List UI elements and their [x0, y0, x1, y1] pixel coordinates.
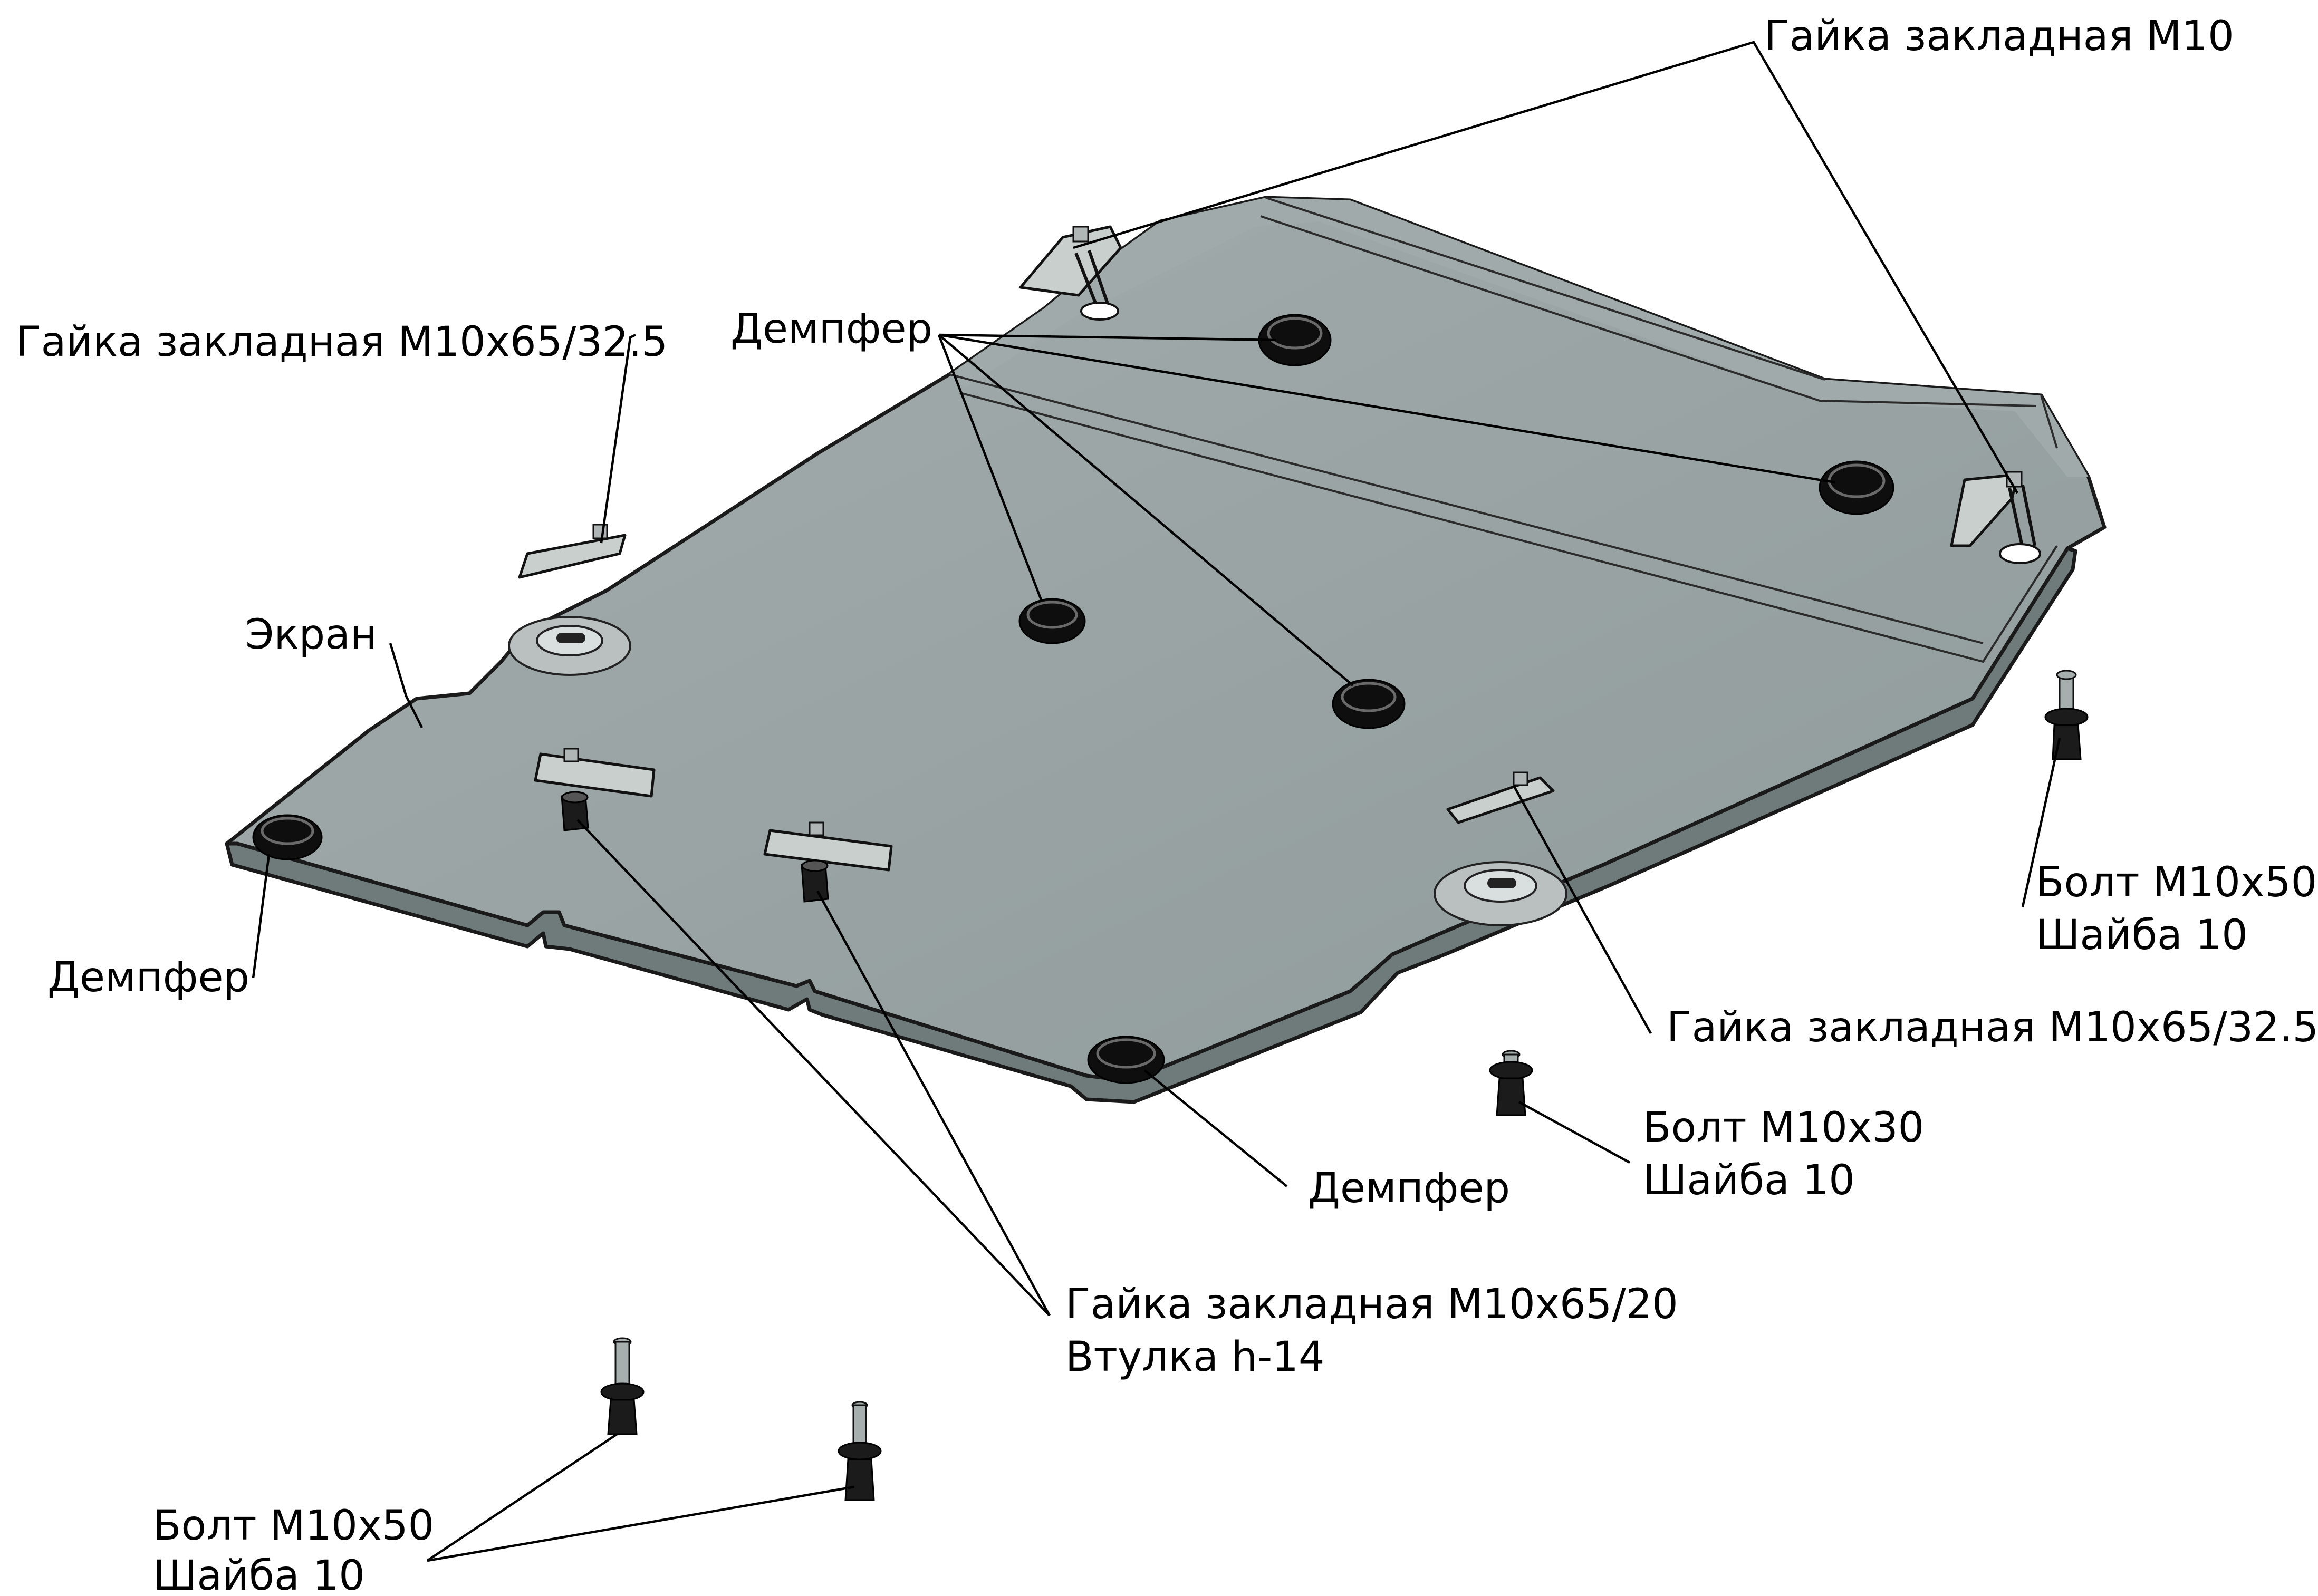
plate-surface: [225, 196, 2107, 1083]
label-nut-m10x65-32-5-right: Гайка закладная М10х65/32.5: [1667, 1004, 2318, 1051]
leader-damper-top-2: [938, 333, 1836, 484]
leader-damper-top-3: [937, 334, 1043, 602]
leader-damper-top-4: [938, 334, 1354, 686]
label-bolt-m10x30-line2: Шайба 10: [1643, 1157, 1855, 1204]
label-bolt-bottom-line2: Шайба 10: [153, 1552, 365, 1596]
damper-right-rear: [1819, 460, 1894, 515]
damper-front-left: [252, 814, 323, 860]
leader-screen: [389, 643, 424, 729]
nut-plate-right-rear: [1950, 471, 2041, 564]
label-nut-m10x65-32-5-left: Гайка закладная М10х65/32.5: [16, 318, 668, 366]
leader-nut-left: [600, 333, 637, 544]
plate-bend-line-4: [1260, 215, 2036, 407]
bolt-m10x50-bottom-left: [600, 1337, 645, 1435]
labels: Гайка закладная М10 Гайка закладная М10х…: [16, 13, 2318, 1596]
label-nut-m10x65-20-line1: Гайка закладная М10х65/20: [1065, 1281, 1678, 1328]
label-bolt-right-line2: Шайба 10: [2036, 912, 2248, 959]
leader-damper-left: [252, 854, 271, 979]
leader-nut-m10x65-20-b: [816, 890, 1051, 1317]
label-damper-bottom: Демпфер: [1308, 1165, 1510, 1212]
nut-plate-top: [1019, 225, 1122, 321]
mount-boss-left: [508, 616, 631, 676]
label-nut-m10x65-20-line2: Втулка h-14: [1065, 1333, 1325, 1381]
plate-bend-line-1: [949, 373, 1984, 644]
bolt-m10x30: [1489, 1050, 1533, 1116]
nut-plate-front-center: [763, 821, 893, 903]
leader-bolt-m10x30: [1518, 1101, 1631, 1164]
plate-bend-line-3: [1265, 197, 1825, 381]
damper-center-right: [1332, 679, 1406, 729]
mount-boss-right: [1434, 861, 1567, 926]
leader-damper-top: [938, 333, 1277, 342]
label-bolt-bottom-line1: Болт М10х50: [153, 1502, 434, 1550]
leader-bolt-bottom-b: [427, 1485, 855, 1562]
label-bolt-right-line1: Болт М10х50: [2036, 859, 2317, 906]
label-bolt-m10x30-line1: Болт М10х30: [1643, 1104, 1924, 1152]
leader-nut-m10x65-20-a: [576, 819, 1051, 1317]
label-nut-m10: Гайка закладная М10: [1764, 13, 2234, 60]
damper-top-rear: [1258, 314, 1332, 366]
leader-nut-m10: [1073, 41, 2018, 494]
bolt-m10x50-bottom-right: [838, 1401, 882, 1501]
damper-center-left: [1018, 598, 1086, 644]
label-damper-top: Демпфер: [730, 305, 932, 353]
leader-damper-bottom: [1143, 1069, 1288, 1187]
leader-bolt-right: [2021, 738, 2061, 907]
label-screen: Экран: [245, 611, 377, 659]
leader-lines: [252, 41, 2061, 1562]
leader-bolt-bottom-a: [426, 1433, 618, 1562]
plate-bend-line-5: [2040, 395, 2058, 449]
plate-bend-line-2: [959, 392, 2058, 663]
nut-plate-front-right: [1446, 771, 1555, 824]
label-damper-left: Демпфер: [47, 954, 249, 1001]
nut-plate-left-loose: [518, 524, 627, 579]
nut-plate-front-left: [534, 748, 656, 831]
protection-plate: [225, 196, 2107, 1104]
leader-nut-right: [1513, 785, 1652, 1034]
bolt-m10x50-right: [2044, 670, 2089, 760]
